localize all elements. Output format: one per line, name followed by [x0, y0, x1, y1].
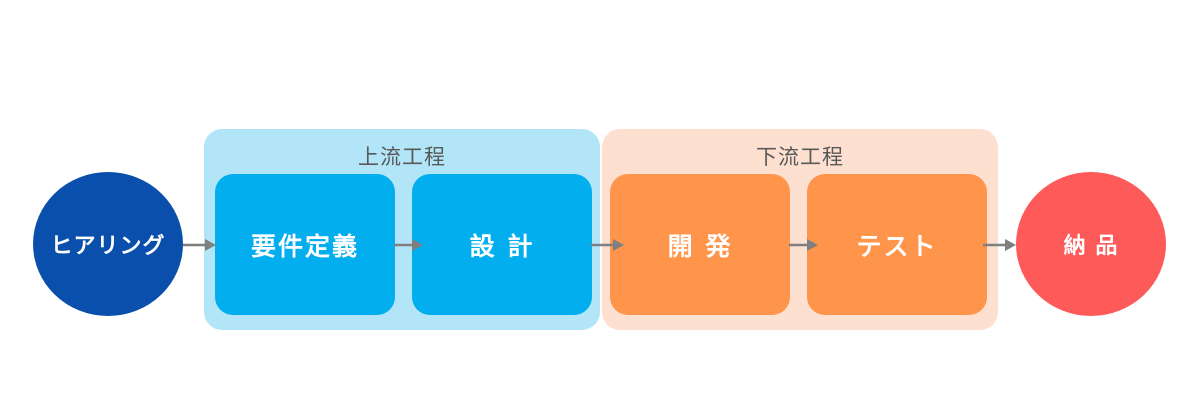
right-arrow-icon	[591, 239, 624, 251]
upstream-phase-title: 上流工程	[358, 145, 446, 169]
right-arrow-icon	[183, 239, 216, 251]
requirements-definition-label: 要件定義	[250, 231, 359, 261]
right-arrow-icon	[789, 239, 818, 251]
requirements-definition-step[interactable]: 要件定義	[215, 174, 395, 315]
delivery-label: 納 品	[1063, 234, 1119, 259]
development-label: 開 発	[667, 231, 733, 261]
design-label: 設 計	[469, 231, 535, 261]
right-arrow-icon	[394, 239, 423, 251]
delivery-step[interactable]: 納 品	[1016, 172, 1166, 316]
right-arrow-icon	[983, 239, 1016, 251]
hearing-step-label: ヒアリング	[50, 234, 166, 259]
downstream-phase-title: 下流工程	[756, 145, 844, 169]
development-step[interactable]: 開 発	[610, 174, 790, 315]
design-step[interactable]: 設 計	[412, 174, 592, 315]
hearing-step[interactable]: ヒアリング	[33, 172, 183, 316]
test-label: テスト	[856, 231, 938, 261]
test-step[interactable]: テスト	[807, 174, 987, 315]
